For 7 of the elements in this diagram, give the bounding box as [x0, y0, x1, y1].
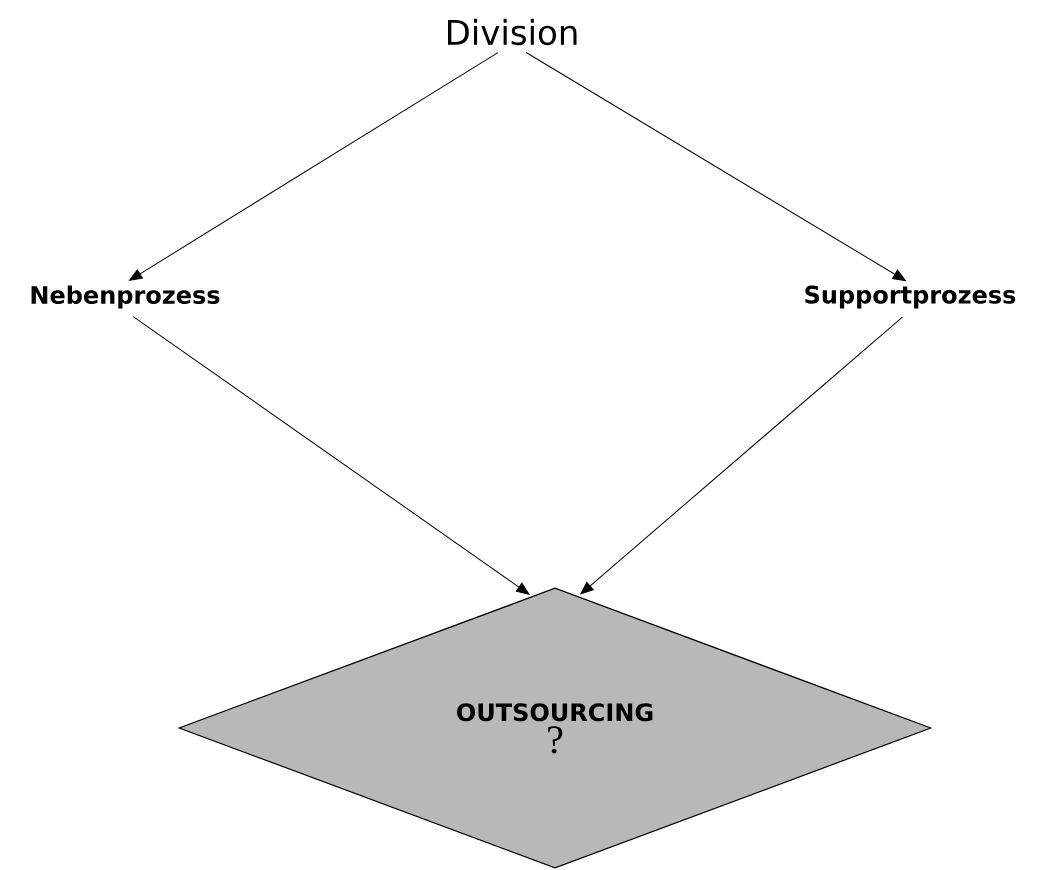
process-label: Nebenprozess: [31, 285, 220, 309]
arrow: [525, 52, 906, 282]
arrow: [580, 316, 903, 595]
arrow: [132, 316, 530, 595]
heading-text: Division: [448, 18, 577, 46]
process-label: Supportprozess: [805, 285, 1016, 309]
arrow: [129, 52, 499, 281]
